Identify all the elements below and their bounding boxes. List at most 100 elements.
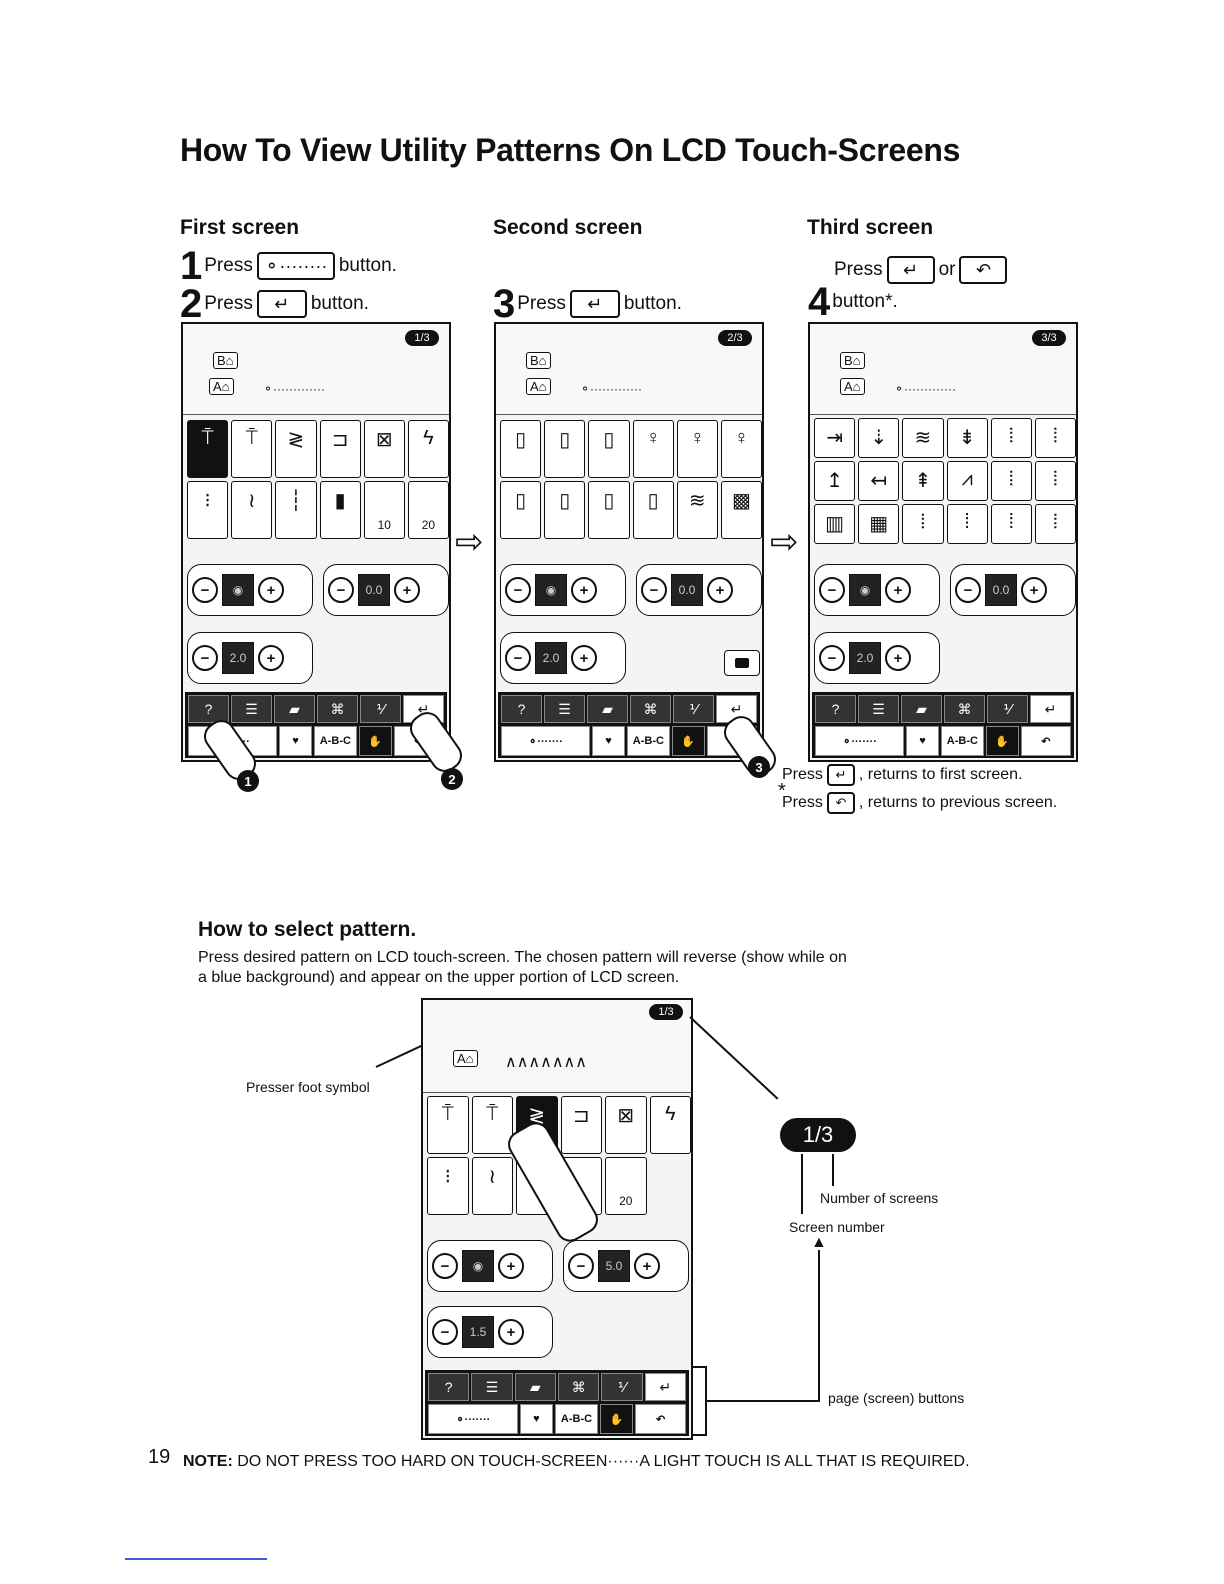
pattern-cell[interactable]: ϟ [649,1096,691,1154]
pattern-cell[interactable]: ▦ [858,504,900,544]
page-forward-button[interactable]: ↵ [644,1373,686,1401]
mirror-icon[interactable]: ⅟ [601,1373,643,1401]
pattern-cell[interactable]: ⇣ [858,418,900,458]
pattern-cell[interactable]: ⇟ [946,418,988,458]
hand-icon[interactable]: ✋ [358,726,392,756]
pattern-cell[interactable]: ▯ [588,481,630,539]
hand-icon[interactable]: ✋ [671,726,705,756]
hand-icon[interactable]: ✋ [600,1404,634,1434]
pattern-cell[interactable]: ⊠ [363,420,405,478]
decorative-mode-icon[interactable]: ♥ [279,726,313,756]
memory-folder-icon[interactable]: ▰ [514,1373,556,1401]
minus-button[interactable]: − [955,577,981,603]
utility-mode-button[interactable]: ⚬······· [501,726,591,756]
memory-folder-icon[interactable]: ▰ [274,695,315,723]
minus-button[interactable]: − [819,577,845,603]
toggle-icon[interactable] [724,650,760,676]
help-button[interactable]: ? [815,695,856,723]
pattern-cell[interactable]: 20 [407,481,449,539]
letter-mode-button[interactable]: A-B-C [555,1404,598,1434]
pattern-cell[interactable]: ▯ [588,420,630,478]
pattern-cell[interactable]: ⦙ [1034,504,1076,544]
pattern-cell[interactable]: ⍑ [471,1096,513,1154]
pattern-cell[interactable]: ┆ [275,481,317,539]
pattern-cell[interactable]: ▯ [632,481,674,539]
pattern-cell[interactable]: ♀ [676,420,718,478]
minus-button[interactable]: − [641,577,667,603]
pattern-cell[interactable]: ≀ [471,1157,513,1215]
pattern-cell[interactable]: ⊠ [605,1096,647,1154]
pattern-cell[interactable]: ⁞ [946,504,988,544]
pattern-cell[interactable]: ⦙ [1034,418,1076,458]
pattern-cell[interactable]: ▩ [720,481,762,539]
utility-mode-button[interactable]: ⚬······· [815,726,905,756]
twin-needle-icon[interactable]: ⌘ [944,695,985,723]
pattern-cell[interactable]: ⁝ [187,481,229,539]
help-button[interactable]: ? [188,695,229,723]
pattern-cell[interactable]: ♀ [632,420,674,478]
pattern-cell[interactable]: ⊐ [560,1096,602,1154]
minus-button[interactable]: − [505,645,531,671]
minus-button[interactable]: − [328,577,354,603]
memory-folder-icon[interactable]: ▰ [901,695,942,723]
pattern-cell[interactable]: ⦙ [990,418,1032,458]
plus-button[interactable]: + [394,577,420,603]
pattern-cell[interactable]: ⊐ [319,420,361,478]
twin-needle-icon[interactable]: ⌘ [557,1373,600,1401]
pattern-cell[interactable]: ⍑ [427,1096,469,1154]
pattern-cell[interactable]: ⦙ [1034,461,1076,501]
pattern-cell[interactable]: ≷ [275,420,317,478]
hand-icon[interactable]: ✋ [985,726,1019,756]
pattern-cell[interactable]: ⦙ [902,504,944,544]
pattern-cell[interactable]: 20 [605,1157,647,1215]
pattern-cell[interactable]: ▮ [319,481,361,539]
memory-folder-icon[interactable]: ▰ [587,695,628,723]
pattern-cell[interactable]: ⇞ [902,461,944,501]
minus-button[interactable]: − [568,1253,594,1279]
twin-needle-icon[interactable]: ⌘ [630,695,671,723]
help-button[interactable]: ? [428,1373,470,1401]
decorative-mode-icon[interactable]: ♥ [592,726,626,756]
pattern-cell[interactable]: ▯ [544,420,586,478]
plus-button[interactable]: + [1021,577,1047,603]
pattern-cell[interactable]: ⩘ [946,461,988,501]
help-button[interactable]: ? [501,695,542,723]
plus-button[interactable]: + [258,645,284,671]
plus-button[interactable]: + [498,1319,524,1345]
pattern-cell[interactable]: ⇥ [814,418,856,458]
minus-button[interactable]: − [819,645,845,671]
page-forward-button[interactable]: ↵ [1030,695,1071,723]
decorative-mode-icon[interactable]: ♥ [519,1404,554,1434]
minus-button[interactable]: − [192,645,218,671]
page-back-button[interactable]: ↶ [635,1404,686,1434]
pattern-cell[interactable]: ♀ [720,420,762,478]
plus-button[interactable]: + [498,1253,524,1279]
pattern-cell[interactable]: ⍑ [231,420,273,478]
minus-button[interactable]: − [432,1319,458,1345]
mirror-icon[interactable]: ⅟ [673,695,714,723]
plus-button[interactable]: + [258,577,284,603]
letter-mode-button[interactable]: A-B-C [941,726,984,756]
pattern-cell[interactable]: 10 [363,481,405,539]
decorative-mode-icon[interactable]: ♥ [906,726,940,756]
pattern-cell[interactable]: ▥ [814,504,856,544]
plus-button[interactable]: + [885,577,911,603]
mirror-icon[interactable]: ⅟ [360,695,401,723]
pattern-cell[interactable]: ≋ [902,418,944,458]
plus-button[interactable]: + [885,645,911,671]
pattern-cell[interactable]: ⁝ [427,1157,469,1215]
plus-button[interactable]: + [634,1253,660,1279]
pattern-cell[interactable]: ⦙ [990,461,1032,501]
edit-icon[interactable]: ☰ [544,695,585,723]
utility-mode-button[interactable]: ⚬······· [428,1404,518,1434]
pattern-cell[interactable]: ϟ [407,420,449,478]
minus-button[interactable]: − [505,577,531,603]
pattern-cell[interactable]: ↤ [858,461,900,501]
plus-button[interactable]: + [707,577,733,603]
plus-button[interactable]: + [571,645,597,671]
pattern-cell[interactable]: ↥ [814,461,856,501]
mirror-icon[interactable]: ⅟ [987,695,1028,723]
edit-icon[interactable]: ☰ [231,695,272,723]
letter-mode-button[interactable]: A-B-C [627,726,670,756]
plus-button[interactable]: + [571,577,597,603]
